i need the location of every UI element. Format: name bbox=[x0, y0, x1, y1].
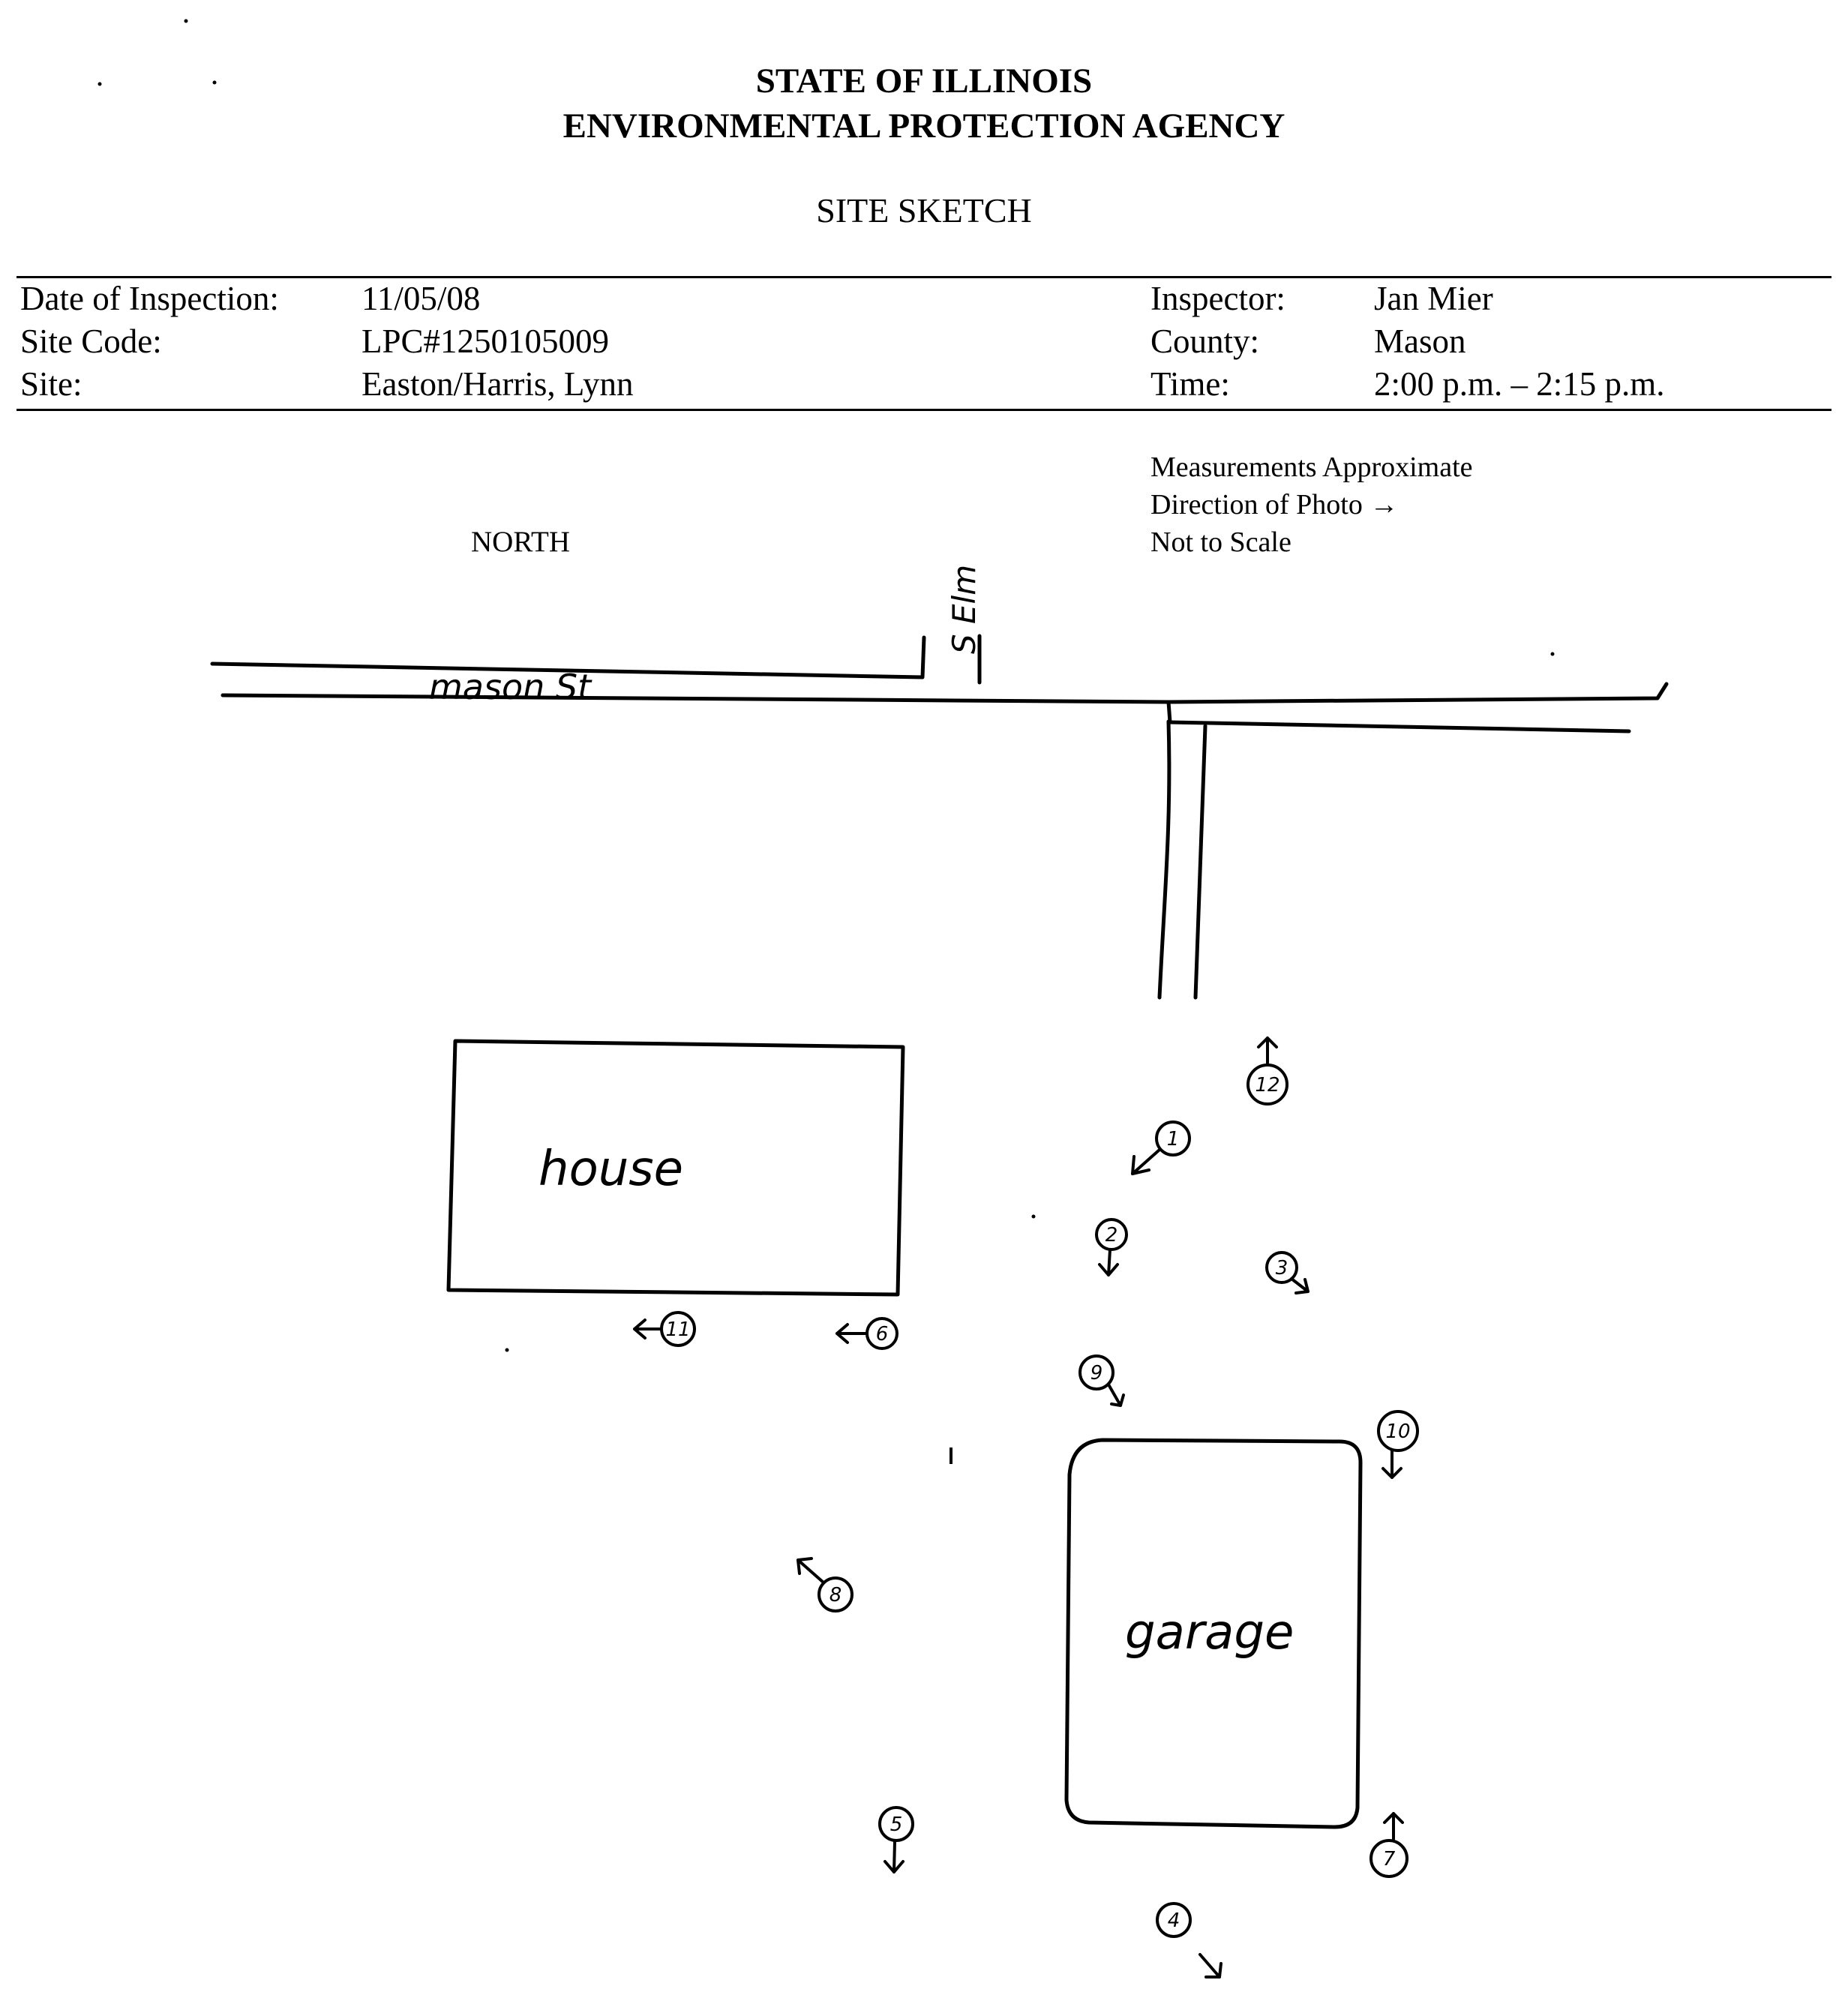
north-label: NORTH bbox=[471, 526, 570, 558]
photo-marker-3 bbox=[1265, 1251, 1310, 1294]
photo-7-arrow bbox=[1383, 1812, 1404, 1840]
info-labels-left: Date of Inspection: Site Code: Site: bbox=[20, 278, 279, 406]
photo-4-number: 4 bbox=[1168, 1910, 1180, 1932]
photo-3-circle bbox=[1265, 1251, 1298, 1284]
photo-marker-6 bbox=[836, 1317, 898, 1350]
info-values-left: 11/05/08 LPC#1250105009 Easton/Harris, L… bbox=[362, 278, 633, 406]
photo-11-number: 11 bbox=[665, 1318, 690, 1341]
site-code-value: LPC#1250105009 bbox=[362, 322, 610, 360]
top-divider bbox=[16, 276, 1832, 278]
photo-3-arrow bbox=[1290, 1277, 1310, 1294]
house-label: house bbox=[538, 1142, 683, 1197]
house-outline bbox=[446, 1039, 905, 1297]
inspector-label: Inspector: bbox=[1150, 280, 1286, 317]
photo-marker-8 bbox=[796, 1557, 854, 1612]
photo-4-circle bbox=[1156, 1902, 1192, 1938]
photo-marker-12 bbox=[1246, 1036, 1288, 1106]
photo-1-circle bbox=[1155, 1120, 1191, 1156]
photo-6-arrow bbox=[836, 1323, 868, 1344]
photo-8-circle bbox=[818, 1576, 854, 1612]
photo-7-circle bbox=[1370, 1839, 1408, 1878]
driveway-west-edge bbox=[1157, 719, 1172, 1000]
garage-outline bbox=[1064, 1438, 1363, 1829]
mason-street-south-edge bbox=[220, 682, 1669, 724]
note-measurements: Measurements Approximate bbox=[1150, 452, 1473, 483]
photo-8-number: 8 bbox=[830, 1584, 842, 1606]
garage-label: garage bbox=[1125, 1605, 1294, 1660]
photo-9-number: 9 bbox=[1090, 1362, 1103, 1384]
time-label: Time: bbox=[1150, 365, 1230, 403]
county-value: Mason bbox=[1374, 322, 1466, 360]
bottom-divider bbox=[16, 409, 1832, 411]
inspector-value: Jan Mier bbox=[1374, 280, 1493, 317]
photo-6-number: 6 bbox=[876, 1323, 889, 1346]
photo-marker-1 bbox=[1131, 1120, 1191, 1175]
state-name: STATE OF ILLINOIS bbox=[755, 62, 1093, 100]
photo-2-arrow bbox=[1098, 1248, 1119, 1276]
elm-street-label: S Elm bbox=[946, 565, 982, 654]
date-label: Date of Inspection: bbox=[20, 280, 279, 317]
photo-11-arrow bbox=[633, 1318, 663, 1340]
photo-10-circle bbox=[1377, 1410, 1419, 1452]
date-value: 11/05/08 bbox=[362, 280, 481, 317]
photo-8-arrow bbox=[796, 1557, 825, 1584]
mason-street-north-edge bbox=[210, 635, 926, 680]
photo-4-arrow bbox=[1198, 1953, 1222, 1978]
time-value: 2:00 p.m. – 2:15 p.m. bbox=[1374, 365, 1665, 403]
mason-street-label: mason St bbox=[429, 667, 592, 707]
page-title: SITE SKETCH bbox=[816, 191, 1032, 230]
photo-marker-2 bbox=[1095, 1218, 1128, 1276]
photo-5-number: 5 bbox=[890, 1814, 903, 1836]
photo-5-circle bbox=[878, 1806, 914, 1842]
info-values-right: Jan Mier Mason 2:00 p.m. – 2:15 p.m. bbox=[1374, 278, 1665, 406]
photo-2-number: 2 bbox=[1106, 1224, 1118, 1246]
photo-marker-9 bbox=[1078, 1354, 1125, 1407]
note-scale: Not to Scale bbox=[1150, 526, 1292, 558]
photo-marker-11 bbox=[633, 1311, 696, 1347]
photo-9-circle bbox=[1078, 1354, 1114, 1390]
photo-1-arrow bbox=[1131, 1148, 1161, 1175]
photo-marker-7 bbox=[1370, 1812, 1408, 1878]
photo-12-number: 12 bbox=[1255, 1074, 1280, 1096]
photo-7-number: 7 bbox=[1383, 1848, 1396, 1870]
photo-9-arrow bbox=[1107, 1383, 1125, 1407]
driveway-east-edge bbox=[1193, 724, 1208, 1000]
photo-marker-10 bbox=[1377, 1410, 1419, 1479]
photo-10-arrow bbox=[1382, 1449, 1402, 1479]
photo-5-arrow bbox=[884, 1840, 904, 1874]
photo-12-arrow bbox=[1257, 1036, 1278, 1066]
mason-street-far-edge bbox=[1168, 720, 1631, 734]
photo-1-number: 1 bbox=[1167, 1128, 1180, 1150]
photo-marker-5 bbox=[878, 1806, 914, 1874]
county-label: County: bbox=[1150, 322, 1260, 360]
agency-name: ENVIRONMENTAL PROTECTION AGENCY bbox=[562, 106, 1286, 146]
site-value: Easton/Harris, Lynn bbox=[362, 365, 634, 403]
photo-10-number: 10 bbox=[1385, 1420, 1410, 1443]
scan-specks bbox=[98, 19, 1555, 1464]
agency-header: STATE OF ILLINOIS ENVIRONMENTAL PROTECTI… bbox=[0, 58, 1848, 148]
info-labels-right: Inspector: County: Time: bbox=[1150, 278, 1286, 406]
site-label: Site: bbox=[20, 365, 82, 403]
note-direction: Direction of Photo → bbox=[1150, 489, 1399, 520]
photo-3-number: 3 bbox=[1276, 1257, 1288, 1280]
site-code-label: Site Code: bbox=[20, 322, 162, 360]
sketch-notes: Measurements Approximate Direction of Ph… bbox=[1150, 448, 1473, 561]
photo-marker-4 bbox=[1156, 1902, 1222, 1978]
